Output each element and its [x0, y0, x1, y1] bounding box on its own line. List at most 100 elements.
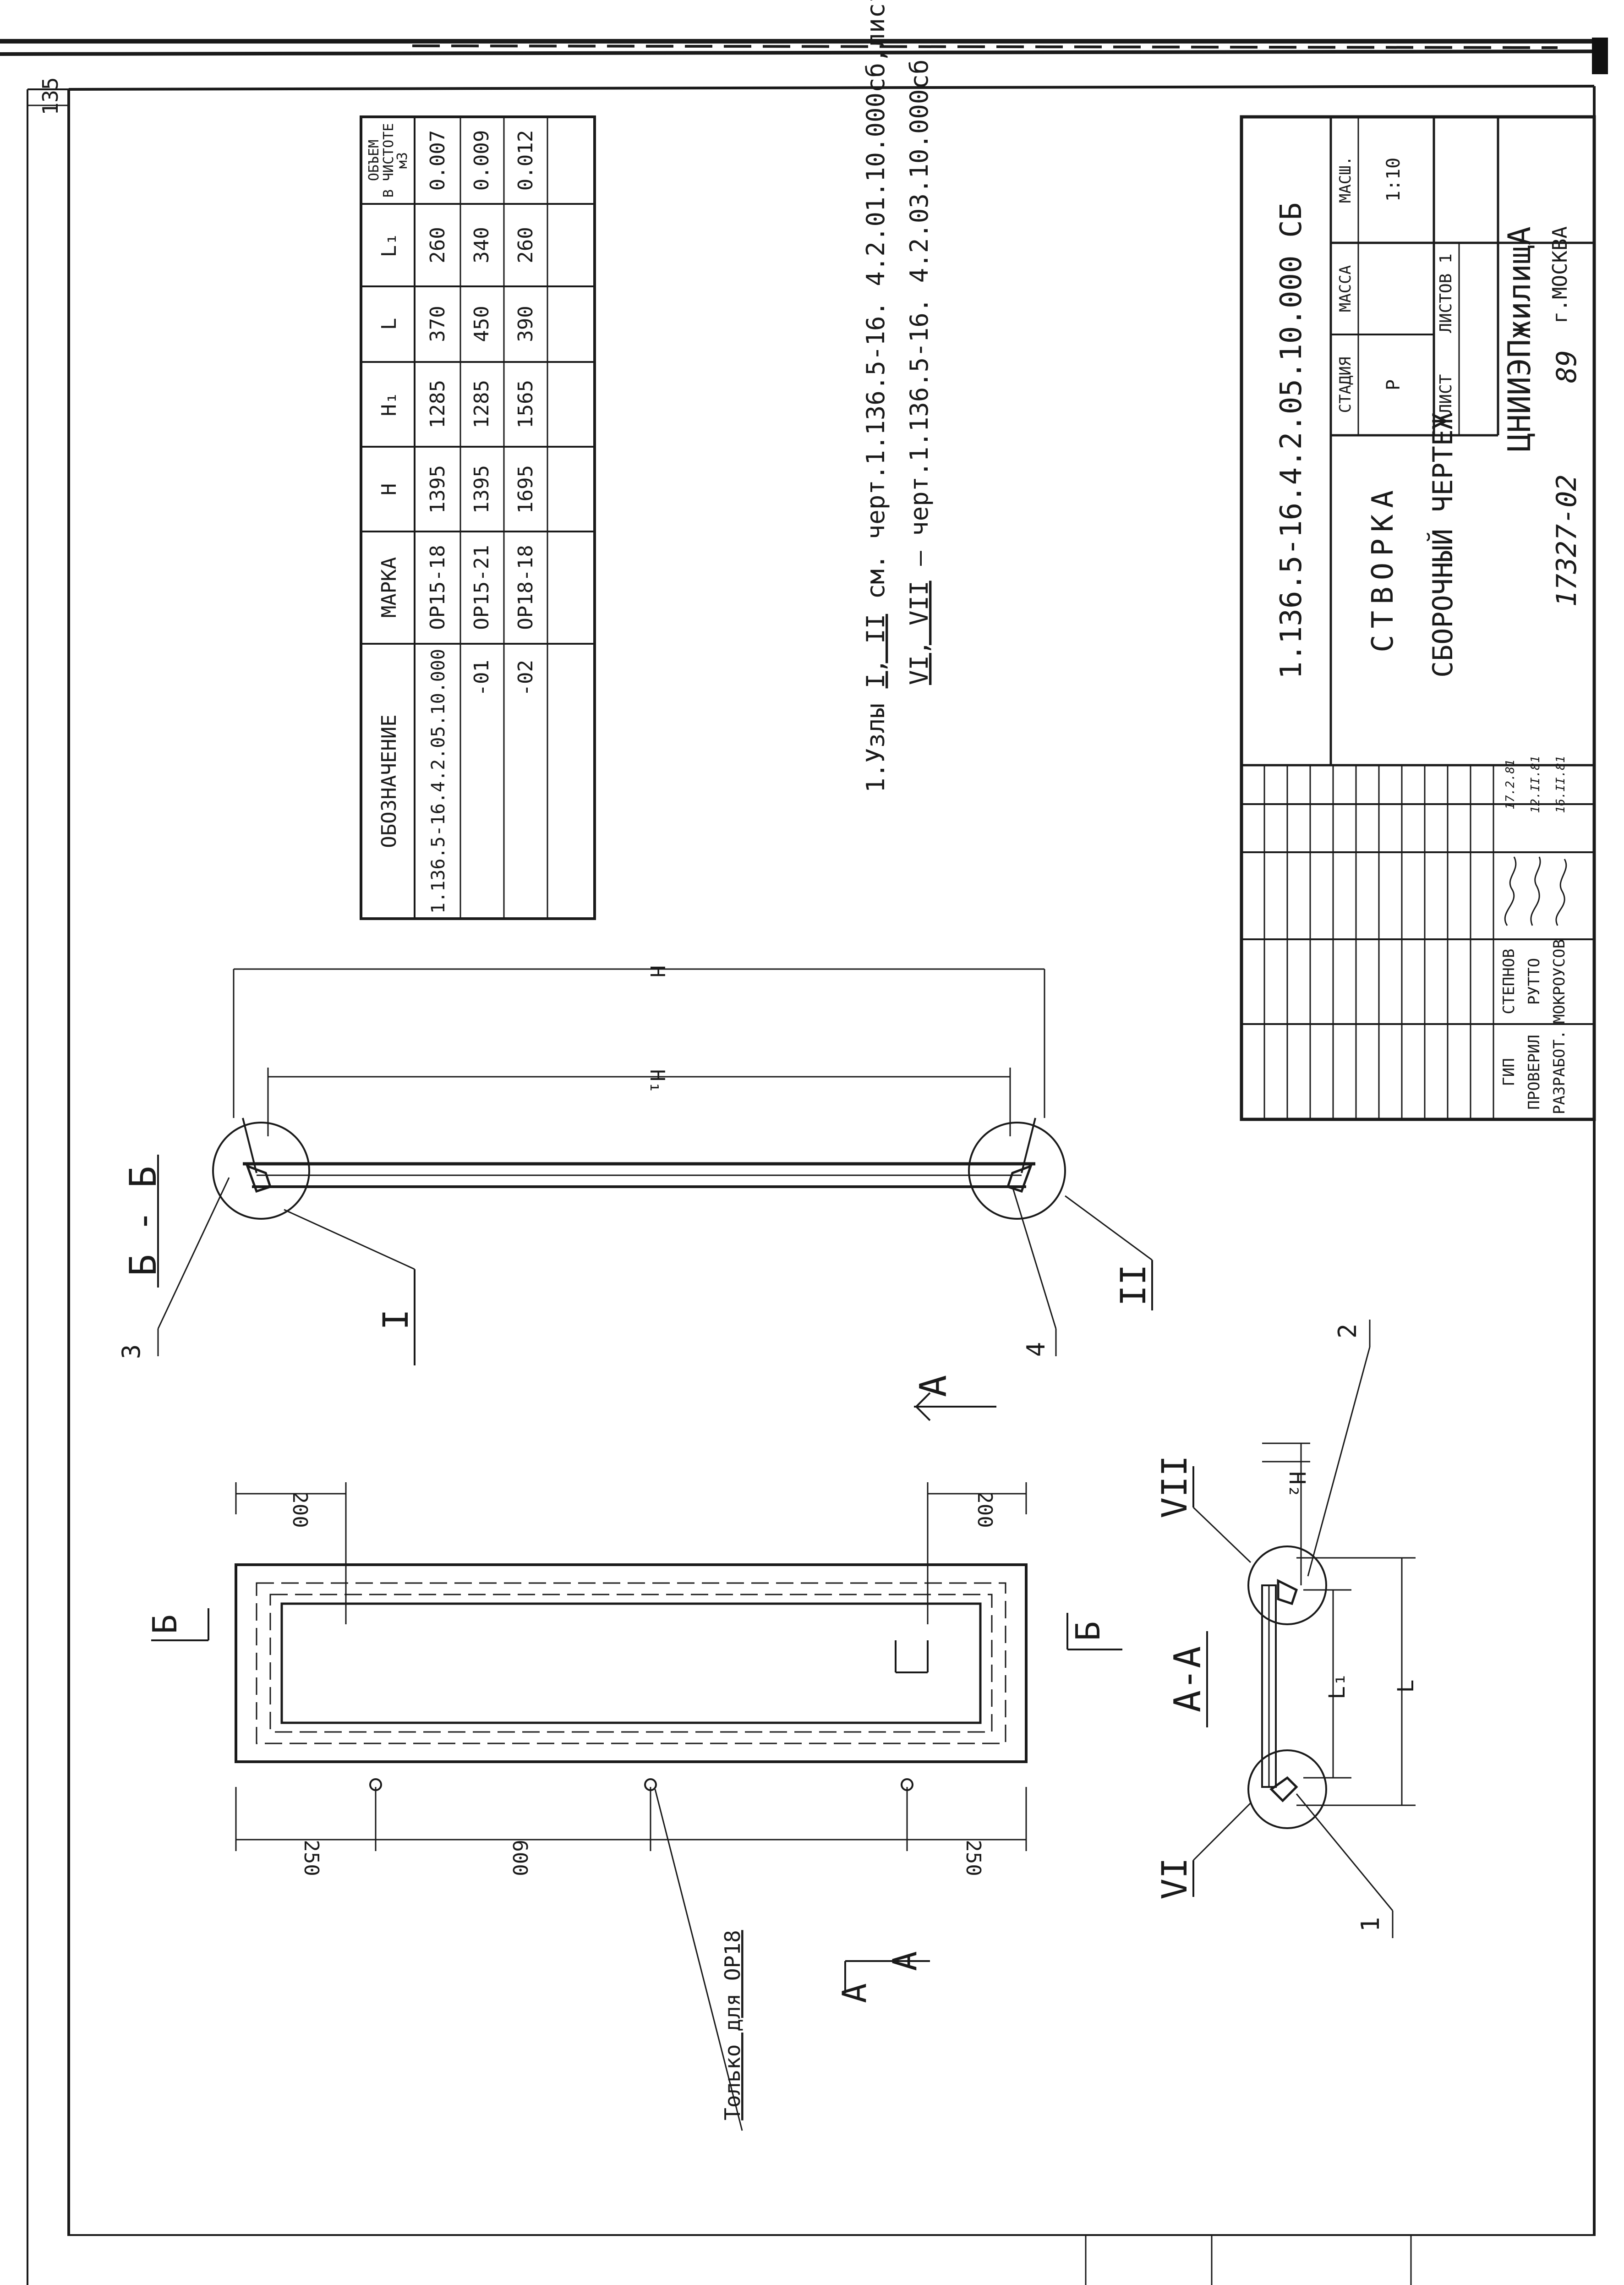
cell-h1: 1565: [514, 380, 537, 428]
section-aa-drawing: [1247, 1442, 1416, 1829]
person-name: РУТТО: [1525, 958, 1543, 1005]
node-vi-label: VI: [1154, 1858, 1195, 1900]
th-l1: L₁: [377, 233, 401, 258]
sign-date: 16.II.81: [1554, 756, 1568, 813]
signature: [1504, 856, 1517, 926]
cell-l1: 260: [514, 227, 537, 263]
node-vi-callout: VI: [1154, 1802, 1252, 1900]
cut-b-top: Б: [146, 1614, 184, 1634]
node-circle-vii: [1247, 1545, 1327, 1625]
dim-250-right: 250: [962, 1840, 985, 1876]
doc-number: 1.136.5-16.4.2.05.10.000 СБ: [1274, 203, 1308, 679]
signature-row: ГИП СТЕПНОВ 17.2.81: [1500, 759, 1518, 1086]
node-i-callout: I: [284, 1209, 416, 1365]
signature: [1555, 859, 1567, 926]
view-a-marker: А: [912, 1375, 996, 1421]
th-h1: Н₁: [377, 392, 401, 416]
person-name: СТЕПНОВ: [1500, 948, 1518, 1014]
cell-mark: ОР15-21: [470, 545, 493, 630]
page-ref-text: 135: [38, 77, 63, 115]
seal-hatch: [245, 1164, 272, 1193]
dim-200-left: 200: [288, 1491, 312, 1528]
cell-l: 370: [426, 306, 449, 342]
signature: [1530, 856, 1541, 926]
page-ref: 135: [38, 77, 63, 115]
cell-l1: 340: [470, 227, 493, 263]
organization: ЦНИИЭПжилищА: [1502, 226, 1538, 451]
dim-l1: L₁: [1324, 1673, 1350, 1699]
sheet-label: ЛИСТ: [1437, 374, 1455, 414]
node-circle-ii: [968, 1122, 1066, 1220]
archive-page: 89: [1551, 350, 1583, 383]
cell-h1: 1285: [470, 380, 493, 428]
note-nodes-1: I, II: [861, 614, 890, 689]
stage-mass-scale: СТАДИЯ МАССА МАСШ. Р 1:10: [1336, 156, 1404, 413]
cell-h: 1395: [470, 465, 493, 514]
leader-4: 4: [1012, 1186, 1057, 1357]
node-circle-i: [212, 1122, 310, 1220]
table-header-row: ОБОЗНАЧЕНИЕ МАРКА Н Н₁ L L₁ ОБЪЕМ В ЧИСТ…: [366, 123, 410, 848]
note-line-2: VI, VII – черт.1.136.5-16. 4.2.03.10.000…: [905, 60, 934, 685]
leader-2-label: 2: [1333, 1324, 1362, 1339]
cell-volume: 0.009: [470, 130, 493, 191]
role: ГИП: [1500, 1058, 1518, 1086]
node-i-label: I: [375, 1309, 416, 1330]
scale-label: МАСШ.: [1336, 156, 1355, 203]
dim-200-right: 200: [973, 1491, 996, 1528]
cell-volume: 0.007: [426, 130, 449, 191]
th-l: L: [377, 318, 401, 330]
dim-h2: Н₂: [1284, 1471, 1310, 1498]
node-vii-callout: VII: [1154, 1455, 1252, 1563]
th-designation: ОБОЗНАЧЕНИЕ: [377, 714, 401, 848]
section-cut-a: А А: [835, 1951, 930, 2003]
dim-h1: Н₁: [645, 1069, 669, 1094]
node-vii-label: VII: [1154, 1455, 1195, 1518]
cell-designation: -01: [470, 660, 493, 696]
th-volume-1: ОБЪЕМ: [366, 140, 382, 181]
note-text-2: – черт.1.136.5-16. 4.2.03.10.000сб: [905, 60, 934, 566]
node-circle-vi: [1247, 1749, 1327, 1829]
stage-label: СТАДИЯ: [1336, 357, 1355, 413]
person-name: МОКРОУСОВ: [1550, 939, 1569, 1024]
note-text-1: см. черт.1.136.5-16. 4.2.01.10.000сб,лис…: [861, 0, 890, 599]
role: ПРОВЕРИЛ: [1525, 1035, 1543, 1110]
sign-date: 12.II.81: [1529, 756, 1542, 813]
notes: 1.Узлы I, II см. черт.1.136.5-16. 4.2.01…: [861, 0, 934, 793]
cell-mark: ОР15-18: [426, 545, 449, 630]
cell-l: 450: [470, 306, 493, 342]
sheet-info: ЛИСТ ЛИСТОВ 1: [1437, 253, 1455, 414]
cell-designation: 1.136.5-16.4.2.05.10.000: [428, 649, 449, 914]
signature-row: ПРОВЕРИЛ РУТТО 12.II.81: [1525, 756, 1543, 1110]
leader-3-label: 3: [117, 1344, 146, 1359]
cell-h1: 1285: [426, 380, 449, 428]
sign-date: 17.2.81: [1504, 759, 1517, 810]
front-view-drawing: [235, 1482, 1028, 1851]
leader-1: 1: [1296, 1793, 1394, 1938]
note-nodes-2: VI, VII: [905, 581, 934, 685]
cut-a-left: А: [835, 1983, 874, 2003]
cell-l1: 260: [426, 227, 449, 263]
table-row: -01 ОР15-21 1395 1285 450 340 0.009: [470, 130, 493, 696]
th-volume-2: В ЧИСТОТЕ: [381, 123, 397, 198]
front-view-dims: 200 200 250 600 250: [288, 1491, 996, 1876]
dim-250-left: 250: [300, 1840, 323, 1876]
section-aa-dims: L₁ L Н₂: [1284, 1471, 1419, 1699]
cut-a-right: А: [886, 1951, 924, 1971]
table-row: -02 ОР18-18 1695 1565 390 260 0.012: [514, 130, 537, 696]
cut-b-bottom: Б: [1069, 1621, 1107, 1641]
callout-op18-text: Только для ОР18: [720, 1930, 745, 2120]
drawing-title: СТВОРКА: [1366, 484, 1400, 652]
dim-h: Н: [645, 965, 669, 978]
table-row: 1.136.5-16.4.2.05.10.000 ОР15-18 1395 12…: [426, 130, 449, 914]
view-a-label: А: [912, 1375, 955, 1397]
role: РАЗРАБОТ.: [1550, 1030, 1569, 1114]
leader-3: 3: [117, 1177, 230, 1359]
cell-l: 390: [514, 306, 537, 342]
leader-4-label: 4: [1022, 1342, 1050, 1357]
th-h: Н: [377, 483, 401, 496]
leader-1-label: 1: [1356, 1917, 1385, 1932]
cell-h: 1695: [514, 465, 537, 514]
dim-600: 600: [508, 1840, 531, 1876]
